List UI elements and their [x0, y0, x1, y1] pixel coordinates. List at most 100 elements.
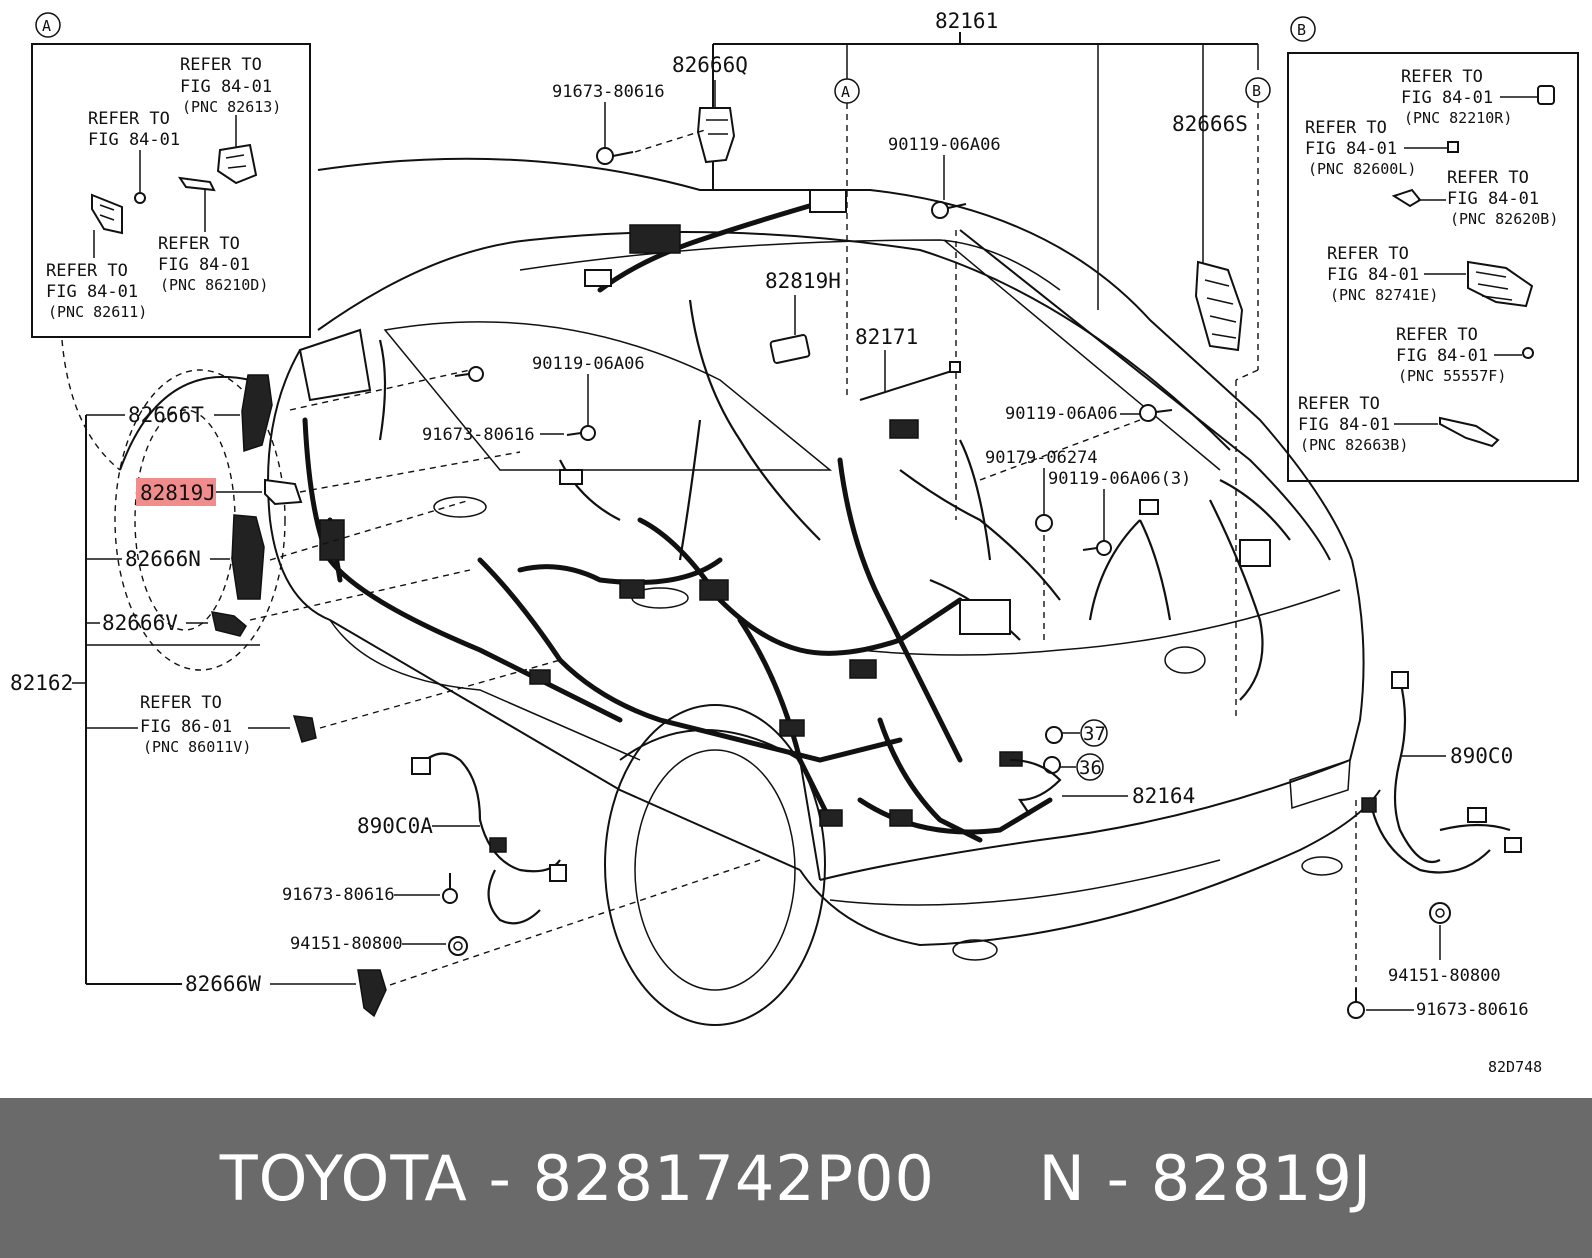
- label-82819j[interactable]: 82819J: [140, 481, 216, 505]
- bracket-part: [231, 514, 265, 600]
- inset-b-ref1-pnc: (PNC 82210R): [1404, 109, 1512, 127]
- wire-harness: [302, 189, 1291, 843]
- connector-part: [216, 143, 258, 185]
- label-82164: 82164: [1132, 784, 1195, 808]
- highlight-82819j: [136, 478, 216, 506]
- clip-part: [1391, 188, 1422, 208]
- connector-part: [949, 361, 961, 373]
- bolt-part: [1347, 1001, 1365, 1019]
- label-94151-left: 94151-80800: [290, 934, 403, 954]
- label-82666w: 82666W: [185, 972, 261, 996]
- part-890c0a: 890C0A: [357, 752, 567, 925]
- connector-block: [584, 269, 612, 287]
- label-82162: 82162: [10, 671, 73, 695]
- bolt-part: [1096, 540, 1112, 556]
- label-82666v: 82666V: [102, 611, 178, 635]
- part-82164: 82164: [1009, 758, 1195, 816]
- bolt-90119-mid: 90119-06A06: [454, 354, 645, 441]
- nut-part: [1035, 514, 1053, 532]
- inset-a-ref3-pnc: (PNC 86210D): [160, 276, 268, 294]
- ref-fig-86-01: REFER TO FIG 86-01 (PNC 86011V): [86, 659, 561, 756]
- bracket-part: [1194, 260, 1244, 352]
- relay-part: [264, 478, 303, 506]
- connector-block: [889, 809, 913, 827]
- part-890c0: 890C0: [1355, 671, 1522, 990]
- label-82666n: 82666N: [125, 547, 201, 571]
- clip-part: [1447, 141, 1459, 153]
- inset-b-ref4-line1: REFER TO: [1327, 244, 1409, 264]
- inset-b-ref2-line2: FIG 84-01: [1305, 139, 1397, 159]
- connector-block: [889, 419, 919, 439]
- inset-b-ref5-pnc: (PNC 55557F): [1398, 367, 1506, 385]
- label-90179: 90179-06274: [985, 448, 1098, 468]
- part-82666q: 82666Q: [672, 53, 748, 164]
- inset-b-ref2-pnc: (PNC 82600L): [1308, 160, 1416, 178]
- bolt-90119-right: 90119-06A06: [979, 404, 1173, 481]
- label-94151-right: 94151-80800: [1388, 966, 1501, 986]
- marker-b: B: [1252, 82, 1261, 100]
- inset-a-ref1-line1: REFER TO: [180, 55, 262, 75]
- bracket-part: [241, 374, 273, 453]
- inset-a-marker: A: [42, 17, 51, 35]
- ref86-pnc: (PNC 86011V): [143, 738, 251, 756]
- label-82666s: 82666S: [1172, 112, 1248, 136]
- inset-b-ref4-line2: FIG 84-01: [1327, 265, 1419, 285]
- part-number-text: TOYOTA - 8281742P00 N - 82819J: [219, 1141, 1373, 1215]
- connector-part: [1391, 671, 1409, 689]
- callout-37-36: 37 36: [1043, 719, 1108, 781]
- bolt-part: [468, 366, 484, 382]
- bracket-part: [1439, 416, 1500, 448]
- inset-a: A REFER TO FIG 84-01 (PNC 82613) REFER T…: [31, 12, 311, 338]
- inset-b-ref1-line1: REFER TO: [1401, 67, 1483, 87]
- bolt-part: [580, 425, 596, 441]
- clip-part: [292, 715, 317, 743]
- harness-82161-bracket: 82161 A B: [712, 9, 1271, 720]
- bolt-part: [442, 888, 458, 904]
- label-91673-left: 91673-80616: [282, 885, 395, 905]
- inset-b-ref6-pnc: (PNC 82663B): [1300, 436, 1408, 454]
- clip-part: [177, 176, 216, 192]
- grommet-part: [1429, 902, 1451, 924]
- connector-block: [619, 579, 645, 599]
- bracket-part: [91, 193, 123, 235]
- label-82161: 82161: [935, 9, 998, 33]
- inset-a-ref4-pnc: (PNC 82611): [48, 303, 147, 321]
- harness-82162-bracket: 82162: [10, 415, 260, 984]
- label-91673-right: 91673-80616: [1416, 1000, 1529, 1020]
- part-82171: 82171: [855, 325, 961, 401]
- bolt-91673-right: 91673-80616: [1347, 988, 1529, 1020]
- part-82666t: 82666T: [86, 369, 471, 453]
- relay-part: [769, 334, 811, 364]
- inset-b-ref3-line1: REFER TO: [1447, 168, 1529, 188]
- bolt-90119-3: 90119-06A06(3): [1048, 469, 1191, 556]
- inset-b-ref6-line1: REFER TO: [1298, 394, 1380, 414]
- connector-block: [529, 669, 551, 685]
- connector-block: [1239, 539, 1271, 567]
- bracket-part: [696, 107, 736, 164]
- connector-part: [549, 864, 567, 882]
- label-91673-top: 91673-80616: [552, 82, 665, 102]
- label-36: 36: [1079, 757, 1102, 779]
- grommet-94151-left: 94151-80800: [290, 934, 468, 956]
- bolt-part: [931, 201, 949, 219]
- label-90119-top: 90119-06A06: [888, 135, 1001, 155]
- connector-part: [1504, 837, 1522, 853]
- inset-a-ref1-line2: FIG 84-01: [180, 77, 272, 97]
- ref86-line1: REFER TO: [140, 693, 222, 713]
- connector-part: [411, 757, 431, 775]
- part-82666s: 82666S: [1172, 112, 1248, 352]
- grommet-part: [448, 936, 468, 956]
- diagram-code: 82D748: [1488, 1058, 1542, 1076]
- bolt-90119-top: 90119-06A06: [888, 135, 1001, 520]
- nut-90179: 90179-06274: [985, 448, 1098, 640]
- connector-block: [959, 599, 1011, 635]
- part-82666w: 82666W: [86, 859, 761, 1018]
- inset-b-ref5-line2: FIG 84-01: [1396, 346, 1488, 366]
- inset-b-ref3-pnc: (PNC 82620B): [1450, 210, 1558, 228]
- connector-block: [779, 719, 805, 737]
- bolt-91673-mid: 91673-80616: [422, 425, 564, 445]
- inset-b-ref2-line1: REFER TO: [1305, 118, 1387, 138]
- clip-part: [1537, 85, 1555, 105]
- inset-a-ref2-line2: FIG 84-01: [88, 130, 180, 150]
- label-90119-right: 90119-06A06: [1005, 404, 1118, 424]
